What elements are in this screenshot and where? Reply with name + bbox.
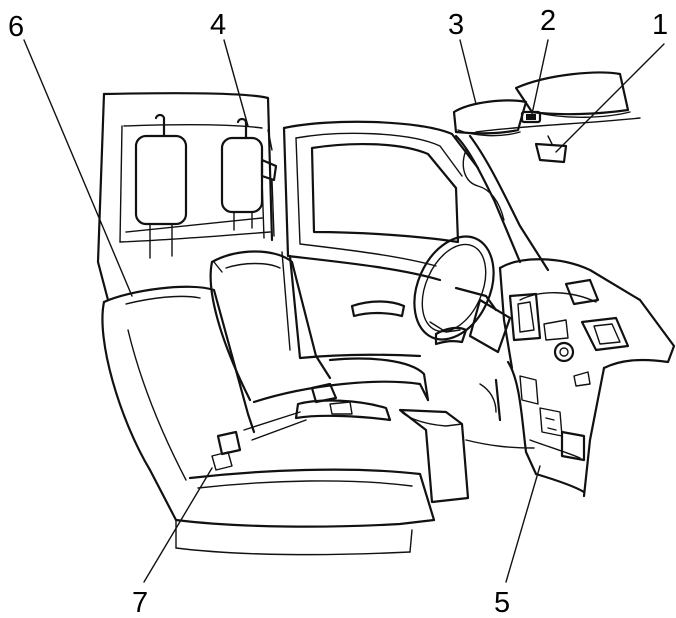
seat-belt-pillar: [260, 158, 278, 239]
door-window: [267, 120, 480, 282]
leader-line-5: [505, 465, 541, 583]
windshield-top-edge: [475, 117, 641, 133]
seat-belt-buckles: [211, 411, 307, 471]
callout-2: 2: [540, 5, 556, 37]
sun-visor-right: [514, 71, 631, 118]
callout-7: 7: [132, 587, 148, 618]
leader-line-7: [143, 467, 213, 583]
visor-clip: [520, 110, 542, 124]
floor-console: [294, 382, 535, 504]
leader-line-3: [459, 39, 477, 105]
lower-dash-panel: [479, 360, 586, 494]
cab-back-wall: [96, 92, 274, 302]
right-seat: [209, 250, 430, 404]
interior-mirror: [534, 135, 568, 164]
callout-3: 3: [448, 9, 464, 41]
right-headrest: [220, 117, 264, 231]
leader-lines: [23, 39, 665, 583]
leader-line-6: [23, 39, 133, 297]
leader-line-4: [223, 39, 249, 127]
callout-6: 6: [8, 11, 24, 43]
leader-line-1: [555, 43, 665, 153]
door-panel: [281, 251, 422, 360]
leader-line-2: [531, 39, 549, 115]
left-headrest: [134, 113, 188, 259]
steering-wheel: [413, 235, 512, 354]
callout-numbers: 1 2 3 4 5 6 7: [8, 5, 668, 618]
a-pillar: [454, 134, 550, 272]
dashboard: [498, 258, 676, 498]
callout-5: 5: [494, 587, 510, 618]
callout-4: 4: [210, 9, 226, 41]
left-seat: [101, 285, 436, 556]
callout-1: 1: [652, 9, 668, 41]
